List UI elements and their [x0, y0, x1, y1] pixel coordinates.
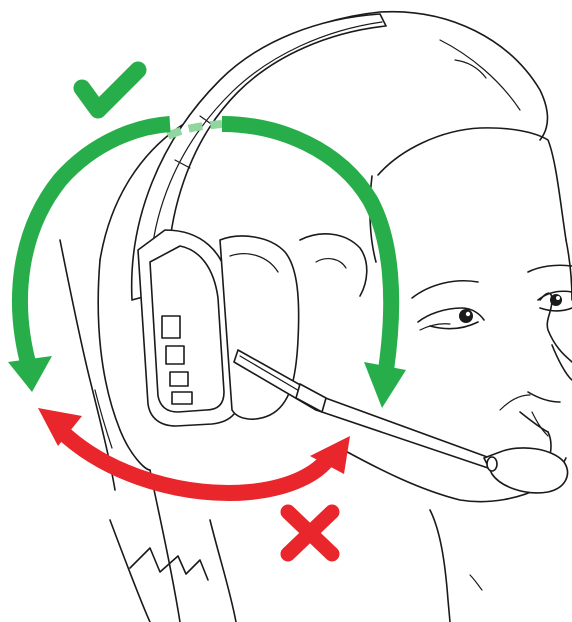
- cross-mark-icon: [288, 512, 332, 554]
- control-button-3[interactable]: [170, 372, 188, 386]
- arrowhead-left-green: [8, 356, 52, 392]
- control-button-1[interactable]: [162, 316, 180, 338]
- check-mark-icon: [82, 70, 138, 110]
- eye-right: [538, 291, 572, 311]
- control-button-2[interactable]: [166, 346, 184, 364]
- control-button-4[interactable]: [172, 392, 192, 404]
- arrowhead-right-green: [364, 362, 406, 408]
- eye-left: [418, 308, 484, 329]
